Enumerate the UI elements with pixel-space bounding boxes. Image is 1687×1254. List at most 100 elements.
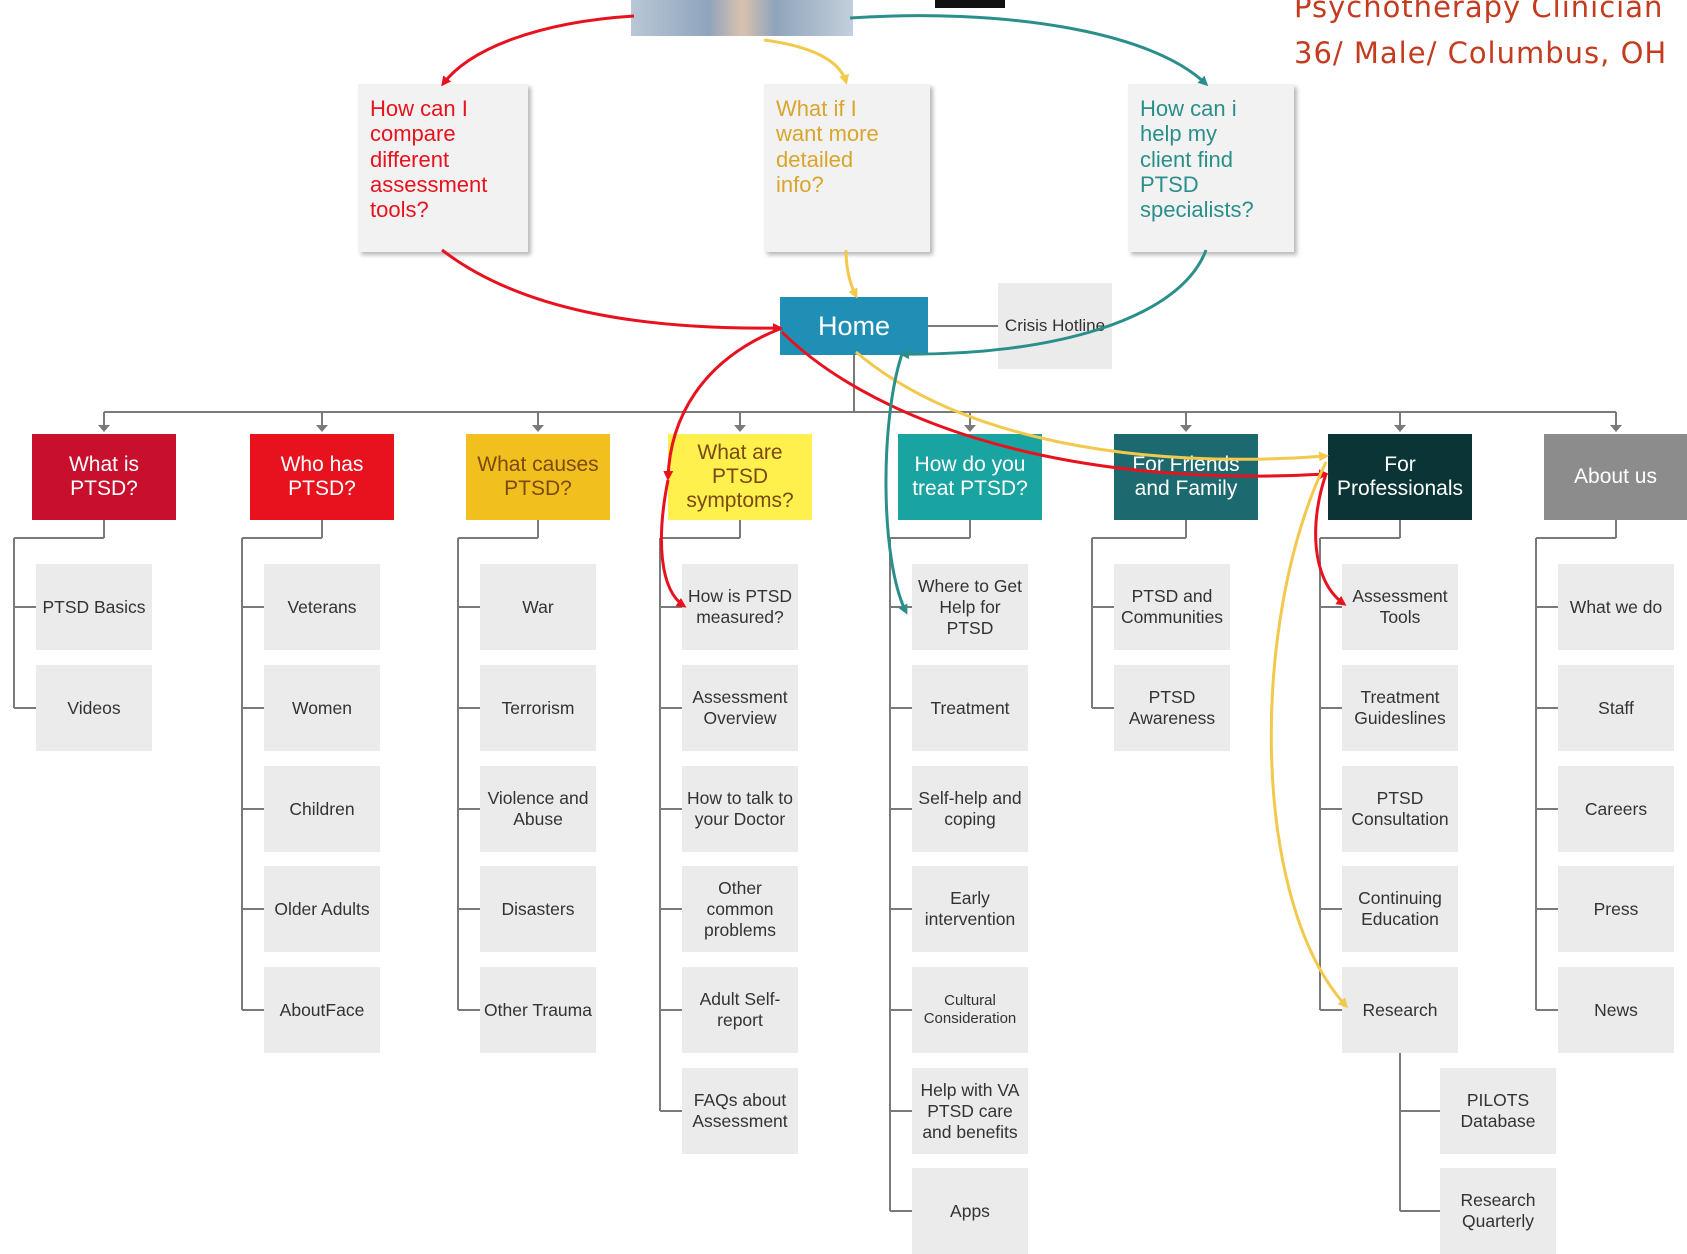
category-who-has-ptsd[interactable]: Who has PTSD? <box>250 434 394 520</box>
page-assessment-tools[interactable]: Assessment Tools <box>1342 564 1458 650</box>
page-ptsd-consultation[interactable]: PTSD Consultation <box>1342 766 1458 852</box>
connector-arrowhead <box>1610 425 1622 432</box>
page-disasters[interactable]: Disasters <box>480 866 596 952</box>
page-ptsd-basics[interactable]: PTSD Basics <box>36 564 152 650</box>
page-terrorism-label: Terrorism <box>501 697 575 718</box>
connector-arrowhead <box>1180 425 1192 432</box>
page-other-trauma[interactable]: Other Trauma <box>480 967 596 1053</box>
page-careers-label: Careers <box>1584 798 1648 819</box>
page-other-common-problems[interactable]: Other common problems <box>682 866 798 952</box>
category-what-causes-ptsd[interactable]: What causes PTSD? <box>466 434 610 520</box>
page-help-with-va-ptsd-care-and-benefits[interactable]: Help with VA PTSD care and benefits <box>912 1068 1028 1154</box>
page-how-is-ptsd-measured[interactable]: How is PTSD measured? <box>682 564 798 650</box>
category-how-do-you-treat-ptsd[interactable]: How do you treat PTSD? <box>898 434 1042 520</box>
connector-arrowhead <box>98 425 110 432</box>
page-aboutface-label: AboutFace <box>279 999 365 1020</box>
category-for-professionals[interactable]: For Professionals <box>1328 434 1472 520</box>
persona-photo <box>631 0 853 36</box>
page-aboutface[interactable]: AboutFace <box>264 967 380 1053</box>
page-treatment-guideslines[interactable]: Treatment Guideslines <box>1342 665 1458 751</box>
page-help-with-va-ptsd-care-and-benefits-label: Help with VA PTSD care and benefits <box>920 1079 1020 1142</box>
document-icon <box>935 0 1005 8</box>
page-older-adults[interactable]: Older Adults <box>264 866 380 952</box>
persona-details: 36/ Male/ Columbus, OH <box>1294 36 1668 70</box>
page-adult-self-report[interactable]: Adult Self-report <box>682 967 798 1053</box>
page-how-is-ptsd-measured-label: How is PTSD measured? <box>687 586 793 627</box>
page-ptsd-and-communities-label: PTSD and Communities <box>1120 586 1224 627</box>
page-pilots-database-label: PILOTS Database <box>1460 1090 1536 1131</box>
page-what-we-do[interactable]: What we do <box>1558 564 1674 650</box>
page-where-to-get-help-for-ptsd-label: Where to Get Help for PTSD <box>917 575 1023 638</box>
page-self-help-and-coping-label: Self-help and coping <box>918 788 1022 829</box>
page-treatment-guideslines-label: Treatment Guideslines <box>1354 687 1446 728</box>
page-pilots-database[interactable]: PILOTS Database <box>1440 1068 1556 1154</box>
page-where-to-get-help-for-ptsd[interactable]: Where to Get Help for PTSD <box>912 564 1028 650</box>
page-apps-label: Apps <box>950 1200 990 1221</box>
question-card-1: How can I compare different assessment t… <box>358 84 528 252</box>
page-research-label: Research <box>1362 999 1438 1020</box>
connector-arrowhead <box>1394 425 1406 432</box>
page-apps[interactable]: Apps <box>912 1168 1028 1254</box>
page-veterans[interactable]: Veterans <box>264 564 380 650</box>
page-terrorism[interactable]: Terrorism <box>480 665 596 751</box>
page-women-label: Women <box>292 697 352 718</box>
page-children[interactable]: Children <box>264 766 380 852</box>
crisis-hotline-node[interactable]: Crisis Hotline <box>998 283 1112 369</box>
question-card-2: What if I want more detailed info? <box>764 84 930 252</box>
page-cultural-consideration-label: Cultural Consideration <box>923 992 1017 1027</box>
category-what-are-ptsd-symptoms[interactable]: What are PTSD symptoms? <box>668 434 812 520</box>
category-who-has-ptsd-label: Who has PTSD? <box>280 452 364 500</box>
page-press-label: Press <box>1593 898 1639 919</box>
page-careers[interactable]: Careers <box>1558 766 1674 852</box>
connector-arrowhead <box>734 425 746 432</box>
page-continuing-education-label: Continuing Education <box>1358 888 1442 929</box>
category-how-do-you-treat-ptsd-label: How do you treat PTSD? <box>912 452 1028 500</box>
page-assessment-tools-label: Assessment Tools <box>1352 586 1448 627</box>
page-adult-self-report-label: Adult Self-report <box>699 989 781 1030</box>
page-research-quarterly[interactable]: Research Quarterly <box>1440 1168 1556 1254</box>
category-what-is-ptsd-label: What is PTSD? <box>68 452 139 500</box>
page-violence-and-abuse-label: Violence and Abuse <box>487 788 589 829</box>
category-for-friends-and-family-label: For Friends and Family <box>1132 452 1240 500</box>
category-for-friends-and-family[interactable]: For Friends and Family <box>1114 434 1258 520</box>
page-veterans-label: Veterans <box>287 596 357 617</box>
category-what-is-ptsd[interactable]: What is PTSD? <box>32 434 176 520</box>
page-ptsd-and-communities[interactable]: PTSD and Communities <box>1114 564 1230 650</box>
page-videos-label: Videos <box>67 697 121 718</box>
page-faqs-about-assessment[interactable]: FAQs about Assessment <box>682 1068 798 1154</box>
page-research-quarterly-label: Research Quarterly <box>1460 1190 1536 1231</box>
page-women[interactable]: Women <box>264 665 380 751</box>
category-what-are-ptsd-symptoms-label: What are PTSD symptoms? <box>686 440 794 513</box>
page-treatment[interactable]: Treatment <box>912 665 1028 751</box>
page-press[interactable]: Press <box>1558 866 1674 952</box>
page-self-help-and-coping[interactable]: Self-help and coping <box>912 766 1028 852</box>
page-continuing-education[interactable]: Continuing Education <box>1342 866 1458 952</box>
page-ptsd-awareness[interactable]: PTSD Awareness <box>1114 665 1230 751</box>
page-staff[interactable]: Staff <box>1558 665 1674 751</box>
home-node-label: Home <box>817 310 891 341</box>
question-card-3: How can i help my client find PTSD speci… <box>1128 84 1294 252</box>
page-war[interactable]: War <box>480 564 596 650</box>
page-staff-label: Staff <box>1598 697 1634 718</box>
home-node[interactable]: Home <box>780 297 928 355</box>
page-violence-and-abuse[interactable]: Violence and Abuse <box>480 766 596 852</box>
page-news[interactable]: News <box>1558 967 1674 1053</box>
connector-arrowhead <box>964 425 976 432</box>
connector-arrowhead <box>532 425 544 432</box>
page-how-to-talk-to-your-doctor[interactable]: How to talk to your Doctor <box>682 766 798 852</box>
category-about-us-label: About us <box>1574 464 1657 488</box>
page-assessment-overview[interactable]: Assessment Overview <box>682 665 798 751</box>
category-about-us[interactable]: About us <box>1544 434 1687 520</box>
page-other-common-problems-label: Other common problems <box>704 877 776 940</box>
page-ptsd-basics-label: PTSD Basics <box>42 596 146 617</box>
page-assessment-overview-label: Assessment Overview <box>692 687 788 728</box>
page-war-label: War <box>522 596 554 617</box>
page-research[interactable]: Research <box>1342 967 1458 1053</box>
page-videos[interactable]: Videos <box>36 665 152 751</box>
page-faqs-about-assessment-label: FAQs about Assessment <box>692 1090 788 1131</box>
page-early-intervention[interactable]: Early intervention <box>912 866 1028 952</box>
page-ptsd-consultation-label: PTSD Consultation <box>1351 788 1449 829</box>
page-other-trauma-label: Other Trauma <box>484 999 592 1020</box>
page-cultural-consideration[interactable]: Cultural Consideration <box>912 967 1028 1053</box>
persona-role: Psychotherapy Clinician <box>1294 0 1664 24</box>
